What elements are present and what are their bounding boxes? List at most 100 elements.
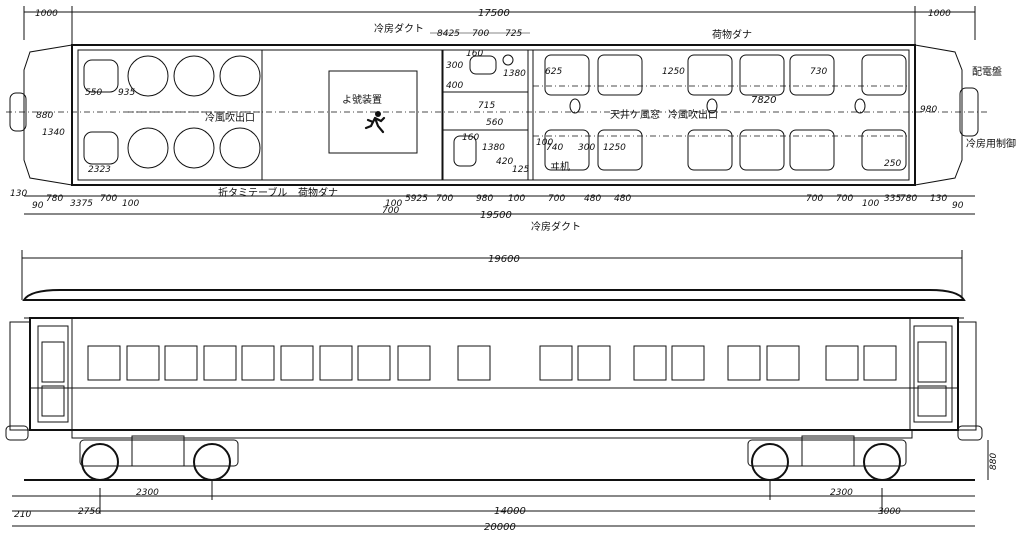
dim-left-4: 880	[36, 111, 53, 121]
dim-right-5: 250	[884, 159, 901, 169]
dim-wheelbase-left: 2300	[136, 488, 159, 498]
side-window	[766, 345, 800, 381]
side-window	[671, 345, 705, 381]
dim-bottom-row-item: 700	[806, 194, 823, 204]
dim-bottom-row-item: 335	[884, 194, 901, 204]
label-ceiling-vent: 天井ケ風窓	[610, 108, 660, 121]
dim-lav-7: 420	[496, 157, 513, 167]
side-window	[825, 345, 859, 381]
dim-bottom-row-item: 700	[382, 206, 399, 216]
side-window	[357, 345, 391, 381]
side-window	[633, 345, 667, 381]
dim-left-2: 1340	[42, 128, 65, 138]
dim-overhang: 210	[14, 510, 31, 520]
dim-bottom-row-item: 100	[122, 199, 139, 209]
dim-lav-13: 100	[536, 138, 553, 148]
dim-bottom-row-item: 130	[10, 189, 27, 199]
side-window	[457, 345, 491, 381]
dim-bottom-row-item: 480	[584, 194, 601, 204]
dim-bottom-row-item: 100	[385, 199, 402, 209]
dim-bottom-row-item: 3375	[70, 199, 93, 209]
side-window	[203, 345, 237, 381]
label-folding-table: 折タミテーブル	[218, 186, 287, 199]
dim-lav-3: 400	[446, 81, 463, 91]
dim-right-4: 980	[920, 105, 937, 115]
dim-left-end: 1000	[35, 9, 58, 19]
dim-lav-12: 1250	[603, 143, 626, 153]
side-window	[126, 345, 160, 381]
dim-bottom-row-item: 5925	[405, 194, 428, 204]
dim-upper-1: 8425	[437, 29, 460, 39]
dim-bottom-row-item: 700	[436, 194, 453, 204]
dim-height: 880	[989, 453, 999, 470]
side-window	[539, 345, 573, 381]
label-air-outlet-right: 冷風吹出口	[668, 108, 718, 121]
dim-bottom-row-item: 480	[614, 194, 631, 204]
dim-lav-5: 560	[486, 118, 503, 128]
dim-bottom-row-item: 780	[900, 194, 917, 204]
side-window	[280, 345, 314, 381]
side-window	[727, 345, 761, 381]
truck-left	[79, 435, 239, 481]
dim-body: 17500	[478, 8, 510, 19]
dim-lav-0: 300	[446, 61, 463, 71]
plan-view: 1000 17500 1000 8425 700 725 よ號装置	[6, 6, 1016, 233]
dim-lav-1: 160	[466, 49, 483, 59]
dim-bottom-row-item: 700	[100, 194, 117, 204]
dim-bottom-row-item: 700	[548, 194, 565, 204]
label-duct-bottom: 冷房ダクト	[531, 220, 581, 233]
dim-upper-2: 700	[472, 29, 489, 39]
label-luggage-rack-bottom: 荷物ダナ	[298, 186, 338, 199]
side-window	[319, 345, 353, 381]
side-window	[577, 345, 611, 381]
dim-right-2: 1250	[662, 67, 685, 77]
side-window	[87, 345, 121, 381]
dim-end-to-truck: 2750	[78, 507, 101, 517]
dim-lav-10: 740	[546, 143, 563, 153]
dim-lav-2: 1380	[503, 69, 526, 79]
room-label: よ號装置	[342, 93, 382, 106]
dim-upper-3: 725	[505, 29, 522, 39]
dim-bottom-row-item: 700	[836, 194, 853, 204]
dim-overall-length: 20000	[484, 522, 516, 533]
side-elevation: 19600	[5, 250, 999, 533]
dim-lav-4: 715	[478, 101, 495, 111]
dim-bottom-row-item: 90	[32, 201, 44, 211]
label-ac-control: 冷房用制御	[966, 137, 1016, 150]
dim-wheelbase-right: 2300	[830, 488, 853, 498]
dim-lav-8: 160	[462, 133, 479, 143]
side-window	[397, 345, 431, 381]
dim-bottom-row-item: 130	[930, 194, 947, 204]
dim-bottom-row-item: 100	[508, 194, 525, 204]
window-row	[87, 345, 897, 381]
side-window	[241, 345, 275, 381]
dim-bottom-row-item: 980	[476, 194, 493, 204]
running-person-icon	[364, 111, 386, 134]
dim-bottom-row-item: 100	[862, 199, 879, 209]
side-window	[164, 345, 198, 381]
dim-lav-9: 125	[512, 165, 529, 175]
dim-overall-plan: 19500	[480, 210, 512, 221]
dim-right-end: 1000	[928, 9, 951, 19]
label-air-outlet: 冷風吹出口	[205, 111, 255, 124]
label-luggage-rack-right: 荷物ダナ	[712, 28, 752, 41]
dim-left-3: 2323	[88, 165, 111, 175]
dim-lav-6: 1380	[482, 143, 505, 153]
label-desk: ヰ机	[550, 160, 570, 173]
dim-length-top: 19600	[488, 254, 520, 265]
dim-truck-centers: 14000	[494, 506, 526, 517]
truck-right	[747, 435, 907, 481]
label-duct-top: 冷房ダクト	[374, 22, 424, 35]
dim-bottom-row-item: 90	[952, 201, 964, 211]
dim-left-0: 550	[85, 88, 102, 98]
lounge-chairs	[83, 55, 261, 169]
label-switchboard: 配電盤	[972, 65, 1002, 78]
seat-rows	[544, 54, 907, 171]
dim-right-0: 625	[545, 67, 562, 77]
dim-right-3: 7820	[751, 95, 776, 106]
side-window	[863, 345, 897, 381]
dim-right-1: 730	[810, 67, 827, 77]
dim-lav-11: 300	[578, 143, 595, 153]
